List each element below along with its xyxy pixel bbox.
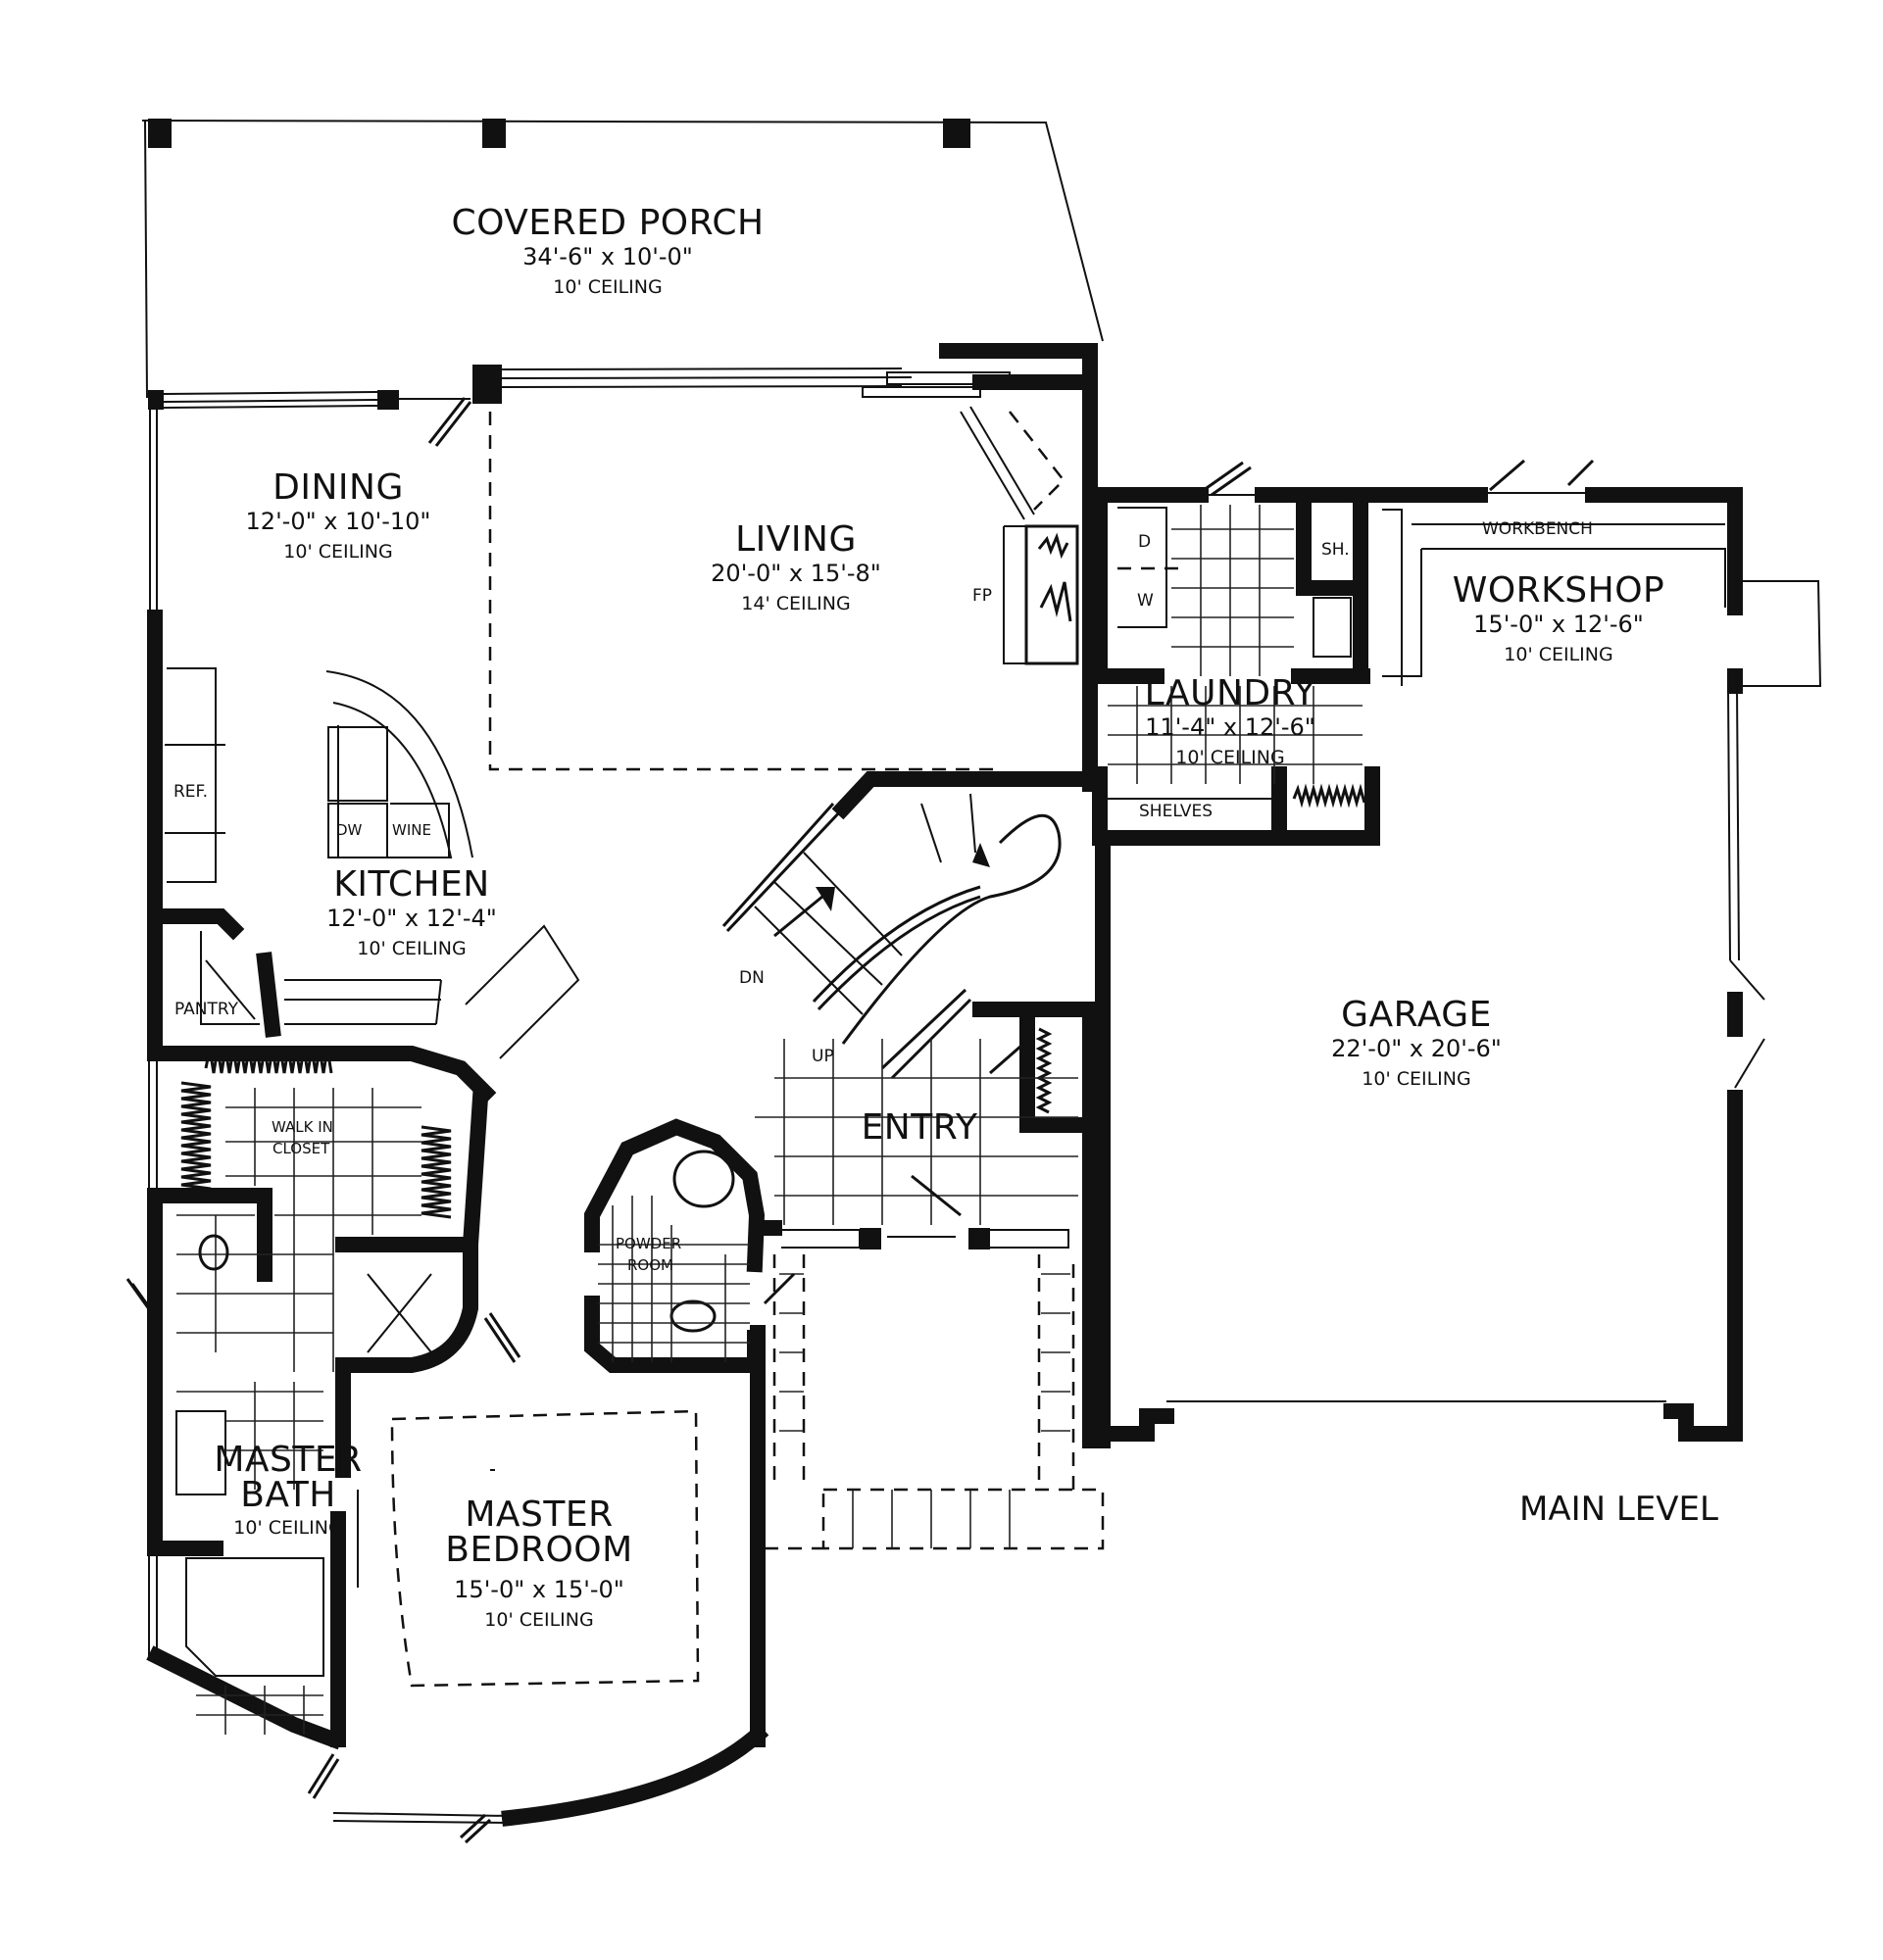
fireplace: [960, 406, 1079, 665]
room-name: KITCHEN: [333, 864, 490, 905]
room-name: LAUNDRY: [1144, 673, 1316, 713]
shelves-label: SHELVES: [1139, 802, 1214, 821]
room-name: ENTRY: [861, 1107, 978, 1148]
master-bath: [147, 1354, 359, 1747]
room-label-master-bedroom: MASTER BEDROOM 15'-0" x 15'-0" 10' CEILI…: [445, 1497, 632, 1630]
room-label-laundry: LAUNDRY 11'-4" x 12'-6" 10' CEILING: [1145, 676, 1316, 767]
entry-tile-grid: [755, 1039, 1078, 1225]
garage-walls: [1095, 668, 1765, 1442]
room-label-covered-porch: COVERED PORCH 34'-6" x 10'-0" 10' CEILIN…: [451, 206, 764, 297]
room-dims: 15'-0" x 15'-0": [454, 1576, 624, 1603]
shower-label: SH.: [1321, 540, 1350, 560]
room-label-garage: GARAGE 22'-0" x 20'-6" 10' CEILING: [1331, 998, 1502, 1089]
room-dims: 20'-0" x 15'-8": [711, 560, 881, 587]
powder-room-label-line2: ROOM: [627, 1256, 673, 1274]
room-name: LIVING: [735, 519, 857, 560]
walk-in-closet-label-line2: CLOSET: [273, 1140, 330, 1157]
room-dims: 12'-0" x 12'-4": [326, 905, 497, 932]
porch-post: [482, 119, 506, 148]
room-ceiling: 10' CEILING: [1504, 644, 1613, 665]
room-name-line1: MASTER: [214, 1440, 363, 1480]
room-ceiling: 10' CEILING: [484, 1609, 594, 1631]
room-label-kitchen: KITCHEN 12'-0" x 12'-4" 10' CEILING: [326, 867, 497, 958]
stair-up-label: UP: [812, 1047, 834, 1066]
pantry-label: PANTRY: [174, 1000, 239, 1019]
room-dims: 15'-0" x 12'-6": [1473, 611, 1644, 638]
porch-post: [148, 119, 172, 148]
room-dims: 12'-0" x 10'-10": [245, 508, 431, 535]
dining-north-wall: [148, 343, 1098, 792]
powder-room-label-line1: POWDER: [616, 1235, 682, 1252]
room-ceiling: 10' CEILING: [553, 276, 663, 298]
room-label-living: LIVING 20'-0" x 15'-8" 14' CEILING: [711, 522, 881, 613]
living-ceiling-outline: [488, 412, 1000, 771]
room-ceiling: 10' CEILING: [357, 938, 467, 959]
room-name: COVERED PORCH: [451, 203, 765, 243]
room-name: GARAGE: [1341, 995, 1492, 1035]
workbench-label: WORKBENCH: [1482, 519, 1593, 539]
laundry-workshop-walls: [1092, 461, 1822, 846]
room-ceiling: 10' CEILING: [283, 541, 393, 563]
room-label-entry: ENTRY: [862, 1110, 978, 1146]
room-name-line2: BEDROOM: [445, 1530, 633, 1570]
door-swings: [125, 459, 1595, 1363]
room-name: DINING: [273, 467, 404, 508]
room-dims: 22'-0" x 20'-6": [1331, 1035, 1502, 1062]
plan-level-title: MAIN LEVEL: [1519, 1490, 1718, 1529]
walk-in-closet-label-line1: WALK IN: [272, 1118, 333, 1136]
room-label-master-bath: MASTER BATH 10' CEILING: [214, 1443, 362, 1538]
master-bedroom: [307, 1409, 769, 1844]
room-ceiling: 10' CEILING: [1362, 1068, 1471, 1090]
fireplace-label: FP: [972, 586, 993, 606]
room-name-line1: MASTER: [465, 1494, 614, 1535]
room-name-line2: BATH: [240, 1475, 336, 1515]
staircase: [721, 771, 1098, 1231]
room-label-dining: DINING 12'-0" x 10'-10" 10' CEILING: [246, 470, 431, 562]
wine-label: WINE: [392, 821, 431, 839]
stair-down-label: DN: [739, 968, 765, 988]
room-ceiling: 10' CEILING: [233, 1517, 343, 1539]
room-ceiling: 14' CEILING: [741, 593, 851, 614]
laundry-tile-grid: [1108, 505, 1363, 784]
refrigerator-label: REF.: [173, 782, 209, 802]
room-dims: 11'-4" x 12'-6": [1145, 713, 1315, 741]
room-label-workshop: WORKSHOP 15'-0" x 12'-6" 10' CEILING: [1453, 573, 1665, 664]
room-ceiling: 10' CEILING: [1175, 747, 1285, 768]
room-name: WORKSHOP: [1452, 570, 1665, 611]
front-entry-walls: [750, 1215, 1111, 1747]
porch-post: [943, 119, 970, 148]
covered-porch-outline: [141, 119, 1104, 399]
washer-label: W: [1137, 591, 1154, 611]
room-dims: 34'-6" x 10'-0": [522, 243, 693, 270]
west-walls: [146, 410, 344, 1750]
dryer-label: D: [1138, 532, 1152, 552]
walk-in-closet: [154, 1048, 489, 1478]
dishwasher-label: DW: [336, 821, 363, 839]
